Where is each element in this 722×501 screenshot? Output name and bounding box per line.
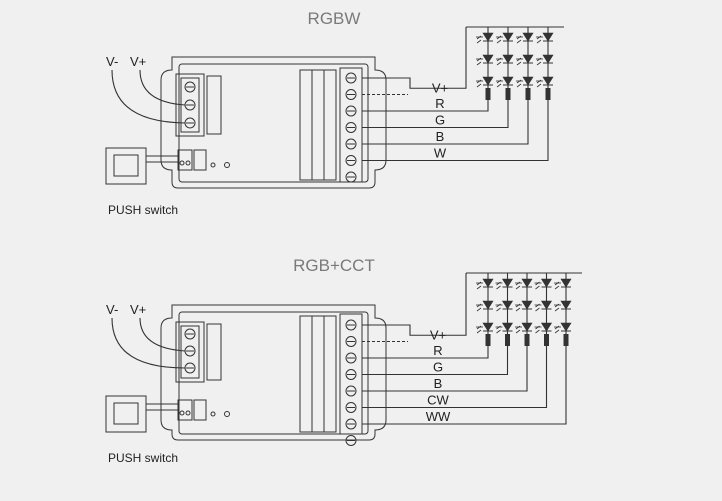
- output-label: B: [434, 376, 443, 391]
- output-screw: [345, 336, 357, 347]
- output-screw: [345, 138, 357, 150]
- output-screw: [345, 72, 357, 84]
- channel-wire: [362, 346, 528, 392]
- output-screw: [345, 402, 357, 413]
- led-diode-icon: [515, 278, 533, 290]
- led-diode-icon: [476, 300, 494, 312]
- push-switch-label: PUSH switch: [108, 203, 178, 217]
- output-terminal-block: [299, 67, 363, 183]
- channel-wire: [362, 100, 489, 112]
- push-switch[interactable]: [105, 147, 178, 185]
- push-switch[interactable]: [105, 395, 178, 433]
- resistor-icon: [544, 334, 549, 346]
- led-matrix: [466, 272, 582, 346]
- channel-wire: [362, 346, 489, 359]
- input-label-v-minus: V-: [106, 54, 118, 69]
- output-label: B: [436, 129, 445, 144]
- led-diode-icon: [516, 32, 534, 44]
- diagram-title: RGB+CCT: [293, 256, 375, 275]
- output-label: W: [434, 146, 447, 161]
- resistor-icon: [545, 88, 551, 100]
- led-diode-icon: [496, 54, 514, 66]
- input-label-v-minus: V-: [106, 302, 118, 317]
- output-label: V+: [432, 80, 448, 95]
- controller-housing: [160, 304, 387, 441]
- output-label: G: [433, 360, 443, 375]
- led-diode-icon: [476, 278, 494, 290]
- input-wires: [111, 317, 186, 369]
- led-matrix: [466, 26, 564, 100]
- led-diode-icon: [476, 76, 494, 88]
- resistor-icon: [524, 334, 530, 346]
- output-label: CW: [427, 393, 449, 408]
- channel-wire: [362, 100, 549, 162]
- output-screw: [345, 155, 357, 166]
- led-diode-icon: [534, 278, 553, 290]
- led-diode-icon: [496, 76, 514, 88]
- resistor-icon: [525, 88, 531, 100]
- led-diode-icon: [534, 300, 553, 312]
- rgb-cct-diagram: RGB+CCT: [105, 256, 582, 465]
- input-wires: [111, 69, 186, 124]
- channel-wire: [362, 346, 509, 376]
- channel-wire: [362, 346, 548, 409]
- output-label: G: [435, 113, 445, 128]
- input-terminal-block: [175, 321, 222, 383]
- resistor-icon: [505, 334, 510, 346]
- resistor-icon: [505, 88, 511, 100]
- diagram-title: RGBW: [308, 9, 361, 28]
- output-screw: [345, 435, 357, 446]
- switch-terminal: [177, 399, 230, 421]
- led-diode-icon: [536, 76, 554, 88]
- led-diode-icon: [515, 300, 533, 312]
- push-switch-label: PUSH switch: [108, 451, 178, 465]
- led-diode-icon: [536, 32, 554, 44]
- output-screw: [345, 105, 357, 117]
- resistor-icon: [563, 334, 569, 346]
- led-diode-icon: [495, 300, 514, 312]
- input-terminal-block: [175, 73, 222, 137]
- led-diode-icon: [516, 54, 534, 66]
- rgbw-diagram: RGBW: [105, 9, 564, 217]
- output-screw: [345, 122, 357, 133]
- output-screw: [345, 171, 357, 183]
- led-diode-icon: [495, 322, 514, 334]
- channel-wire: [362, 346, 567, 425]
- resistor-icon: [485, 334, 491, 346]
- output-wires: V+RGBW: [362, 27, 549, 162]
- input-label-v-plus: V+: [130, 54, 146, 69]
- led-diode-icon: [495, 278, 514, 290]
- input-label-v-plus: V+: [130, 302, 146, 317]
- led-diode-icon: [476, 322, 494, 334]
- led-diode-icon: [534, 322, 553, 334]
- resistor-icon: [485, 88, 491, 100]
- switch-terminal: [177, 149, 230, 171]
- output-label: WW: [426, 409, 451, 424]
- output-screw: [345, 385, 357, 397]
- led-diode-icon: [496, 32, 514, 44]
- led-diode-icon: [554, 322, 572, 334]
- led-diode-icon: [536, 54, 554, 66]
- output-screw: [345, 319, 357, 331]
- output-screw: [345, 369, 357, 380]
- led-diode-icon: [554, 278, 572, 290]
- output-terminal-block: [299, 313, 363, 446]
- led-diode-icon: [516, 76, 534, 88]
- channel-wire: [362, 100, 509, 129]
- channel-wire: [362, 100, 529, 145]
- output-screw: [345, 352, 357, 364]
- led-diode-icon: [515, 322, 533, 334]
- output-label: R: [435, 96, 444, 111]
- led-diode-icon: [476, 32, 494, 44]
- output-label: R: [433, 343, 442, 358]
- output-label: V+: [430, 327, 446, 342]
- led-diode-icon: [476, 54, 494, 66]
- led-diode-icon: [554, 300, 572, 312]
- output-screw: [345, 418, 357, 430]
- output-screw: [345, 89, 357, 100]
